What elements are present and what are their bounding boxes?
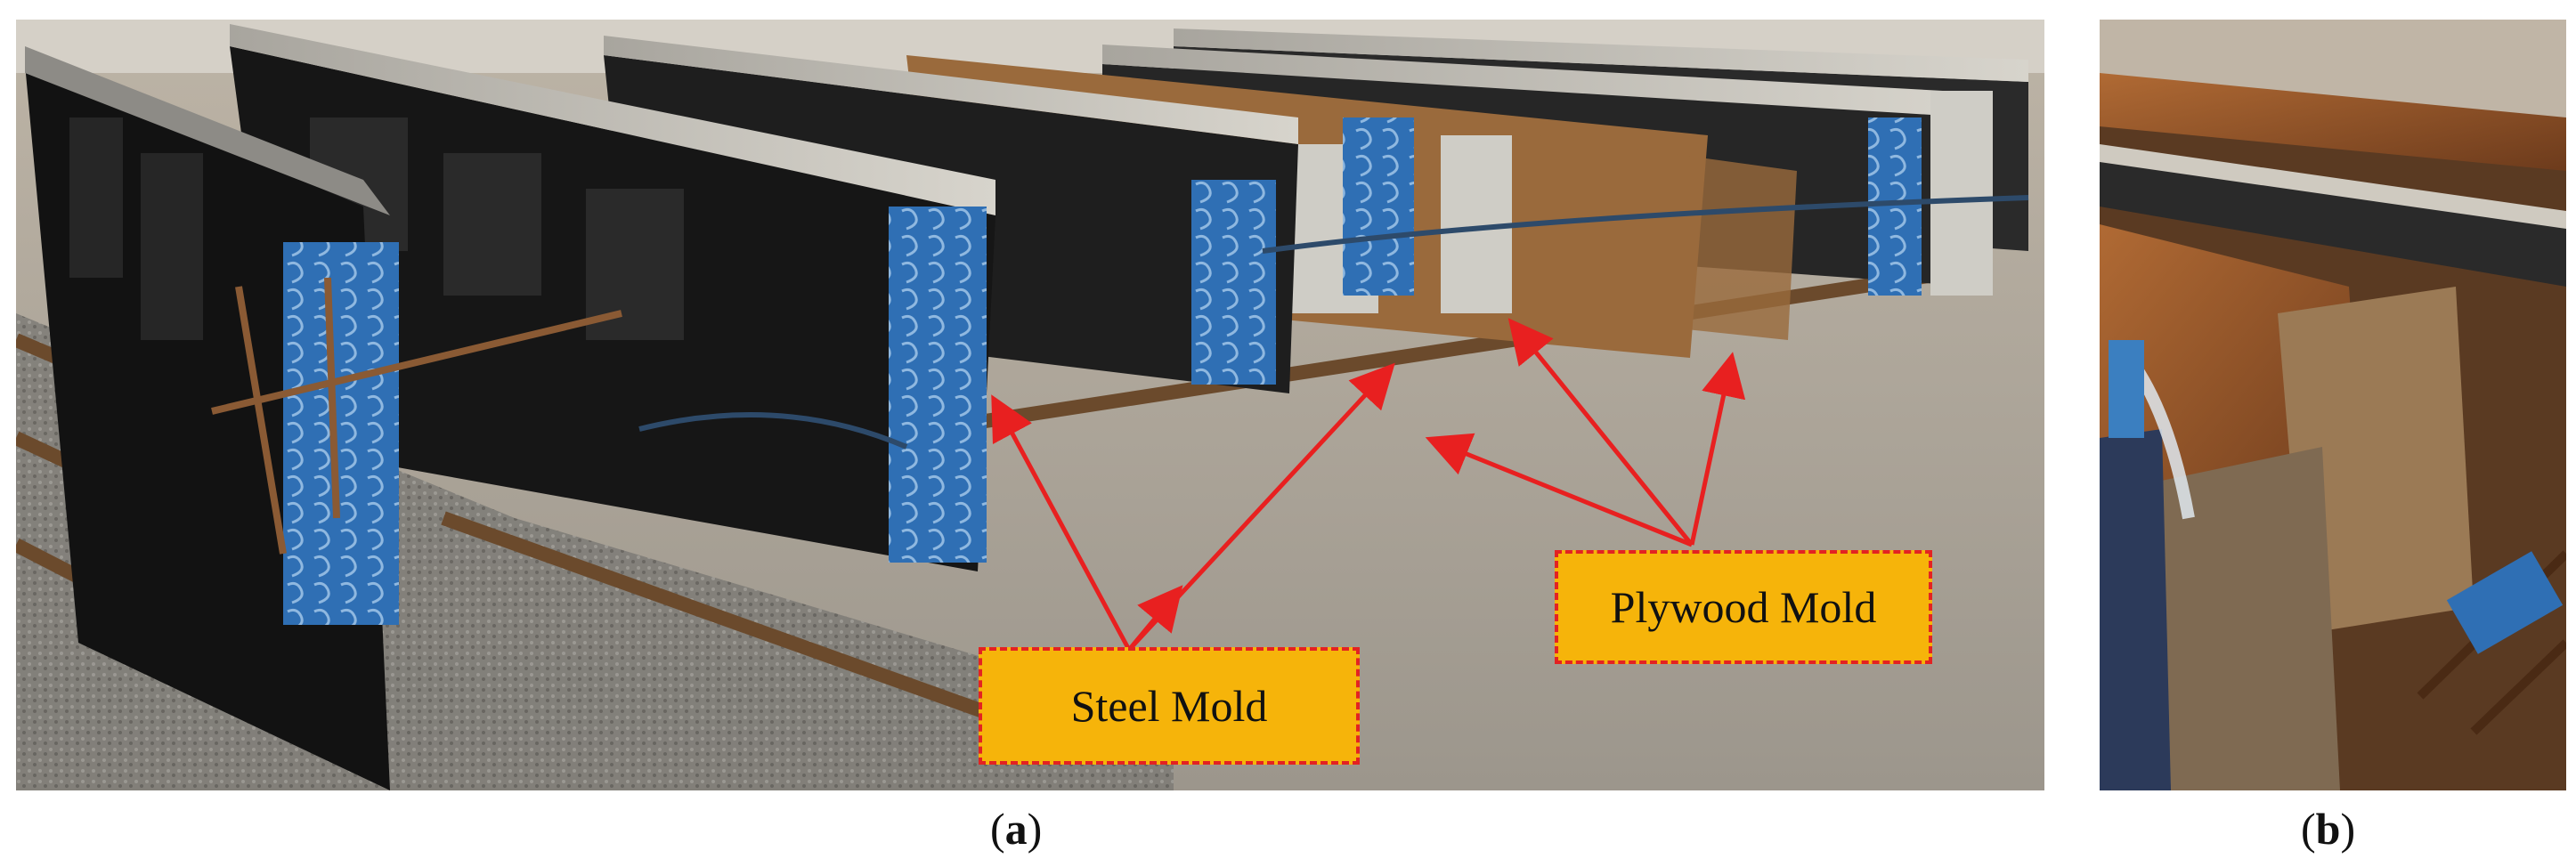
beam-molds-photo xyxy=(16,20,2044,790)
arrow-plywood-2 xyxy=(1507,318,1694,547)
steel-mold-callout: Steel Mold xyxy=(979,647,1360,765)
photo-panel-b xyxy=(2100,20,2566,790)
arrow-steel-1 xyxy=(991,394,1132,652)
photo-panel-a xyxy=(16,20,2044,790)
arrow-steel-3 xyxy=(1127,585,1183,652)
arrow-plywood-1 xyxy=(1425,433,1693,547)
steel-mold-label: Steel Mold xyxy=(1070,681,1268,731)
arrow-plywood-3 xyxy=(1689,352,1746,546)
panel-a-caption: (a) xyxy=(990,804,1043,854)
water-curing-photo xyxy=(2100,20,2566,790)
plywood-mold-callout: Plywood Mold xyxy=(1555,550,1932,664)
plywood-mold-label: Plywood Mold xyxy=(1610,582,1877,632)
arrow-steel-2 xyxy=(1127,362,1395,652)
panel-b-caption: (b) xyxy=(2301,804,2356,854)
